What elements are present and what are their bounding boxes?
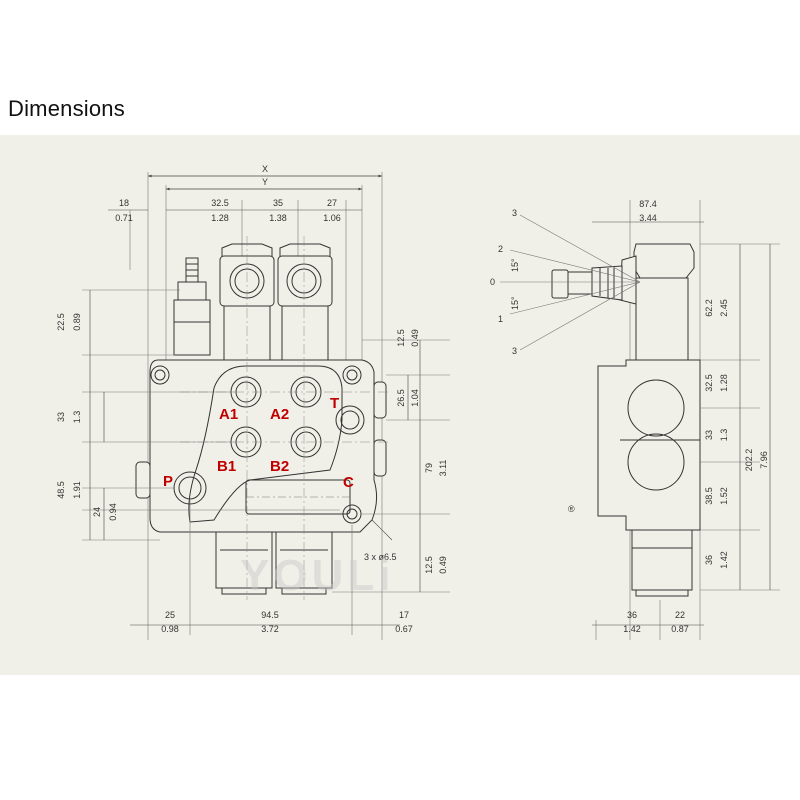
dim-text: 0.89 (72, 313, 82, 331)
holes-note: 3 x ø6.5 (364, 552, 397, 562)
dim-text: 1.28 (719, 374, 729, 392)
dim-text: 36 (704, 555, 714, 565)
page-title: Dimensions (8, 96, 125, 121)
dim-text: 3.11 (438, 460, 448, 477)
dim-y-label: Y (262, 177, 268, 187)
dim-text: 22 (675, 610, 685, 620)
dim-text: 24 (92, 507, 102, 517)
dim-text: 7.96 (759, 451, 769, 469)
front-view (82, 172, 450, 640)
dim-text: 79 (424, 463, 434, 473)
port-b2-label: B2 (270, 458, 289, 475)
dim-text: 38.5 (704, 487, 714, 505)
dim-x-label: X (262, 164, 268, 174)
registered-mark: ® (568, 504, 575, 514)
dim-text: 1.91 (72, 481, 82, 499)
dim-text: 1.28 (211, 213, 229, 223)
dim-text: 32.5 (704, 374, 714, 392)
dim-text: 0.87 (671, 624, 689, 634)
port-c-label: C (343, 474, 354, 491)
front-view-dimensions: X Y 18 0.71 32.5 1.28 35 1.38 27 1.06 22… (56, 164, 448, 634)
port-a2-label: A2 (270, 406, 289, 423)
dim-text: 33 (704, 430, 714, 440)
dim-text: 1.42 (623, 624, 641, 634)
dim-text: 94.5 (261, 610, 279, 620)
dim-text: 1.3 (72, 411, 82, 424)
dim-text: 0.98 (161, 624, 179, 634)
dim-text: 87.4 (639, 199, 657, 209)
dim-text: 33 (56, 412, 66, 422)
dim-text: 3.72 (261, 624, 279, 634)
angle-label: 15° (510, 296, 520, 310)
dim-text: 1.06 (323, 213, 341, 223)
dim-text: 27 (327, 198, 337, 208)
dim-text: 62.2 (704, 299, 714, 317)
watermark: YOULi (240, 551, 394, 600)
port-p-label: P (163, 473, 173, 490)
side-view-dimensions: 87.4 3.44 3 2 15° 0 15° 1 3 62.2 2.45 32… (490, 199, 769, 634)
angle-label: 3 (512, 346, 517, 356)
dim-text: 1.04 (410, 389, 420, 407)
dim-text: 48.5 (56, 481, 66, 499)
dim-text: 0.71 (115, 213, 133, 223)
dim-text: 12.5 (396, 329, 406, 347)
dim-text: 32.5 (211, 198, 229, 208)
dim-text: 1.42 (719, 551, 729, 569)
port-a1-label: A1 (219, 406, 238, 423)
port-t-label: T (330, 395, 339, 412)
angle-label: 15° (510, 258, 520, 272)
dim-text: 18 (119, 198, 129, 208)
dim-text: 0.49 (410, 329, 420, 347)
angle-label: 3 (512, 208, 517, 218)
angle-label: 0 (490, 277, 495, 287)
dim-text: 1.3 (719, 429, 729, 442)
dim-text: 1.52 (719, 487, 729, 505)
dim-text: 202.2 (744, 449, 754, 472)
dim-text: 0.67 (395, 624, 413, 634)
port-b1-label: B1 (217, 458, 236, 475)
dim-text: 35 (273, 198, 283, 208)
dim-text: 26.5 (396, 389, 406, 407)
dim-text: 22.5 (56, 313, 66, 331)
side-view (500, 200, 780, 640)
dim-text: 36 (627, 610, 637, 620)
dim-text: 1.38 (269, 213, 287, 223)
dim-text: 17 (399, 610, 409, 620)
dim-text: 25 (165, 610, 175, 620)
port-labels: A1 A2 T B1 B2 P C (163, 395, 354, 491)
dim-text: 0.94 (108, 503, 118, 521)
angle-label: 1 (498, 314, 503, 324)
dim-text: 3.44 (639, 213, 657, 223)
dim-text: 12.5 (424, 556, 434, 574)
angle-label: 2 (498, 244, 503, 254)
dim-text: 2.45 (719, 299, 729, 317)
dim-text: 0.49 (438, 556, 448, 574)
